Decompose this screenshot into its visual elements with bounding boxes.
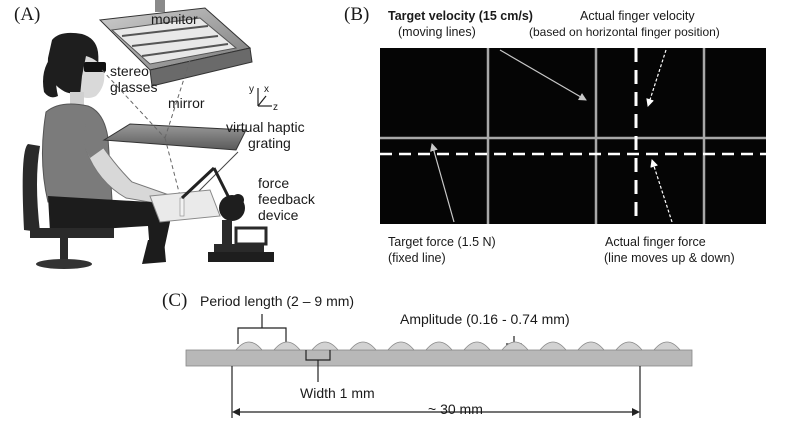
mirror-label: mirror bbox=[168, 95, 205, 111]
panel-c: (C) Period length (2 – 9 mm) Amplitude (… bbox=[162, 290, 693, 418]
panel-c-letter: (C) bbox=[162, 290, 187, 311]
panel-b: (B) Target velocity (15 cm/s) (moving li… bbox=[344, 4, 766, 265]
grating-ridges bbox=[235, 341, 681, 351]
actual-velocity-label-1: Actual finger velocity bbox=[580, 9, 695, 23]
panel-a: (A) monitor bbox=[14, 0, 316, 269]
monitor-illustration bbox=[98, 0, 253, 87]
grating-ridge bbox=[311, 341, 339, 351]
axis-z-label: z bbox=[273, 102, 278, 113]
target-velocity-label-2: (moving lines) bbox=[398, 25, 476, 39]
grating-ridge bbox=[349, 341, 377, 351]
axis-y-label: y bbox=[249, 84, 254, 95]
grating-ridge bbox=[501, 341, 529, 351]
grating-ridge bbox=[653, 341, 681, 351]
period-bracket bbox=[237, 327, 287, 344]
grating-ridge bbox=[539, 341, 567, 351]
grating-ridge bbox=[235, 341, 263, 351]
length-label: ~ 30 mm bbox=[428, 401, 483, 417]
grating-ridge bbox=[273, 341, 301, 351]
axis-x-label: x bbox=[264, 84, 269, 95]
stereo-glasses-label-1: stereo bbox=[110, 63, 149, 79]
actual-force-label-1: Actual finger force bbox=[605, 235, 706, 249]
virtual-grating-label-2: grating bbox=[248, 135, 291, 151]
target-velocity-label-1: Target velocity (15 cm/s) bbox=[388, 9, 533, 23]
monitor-label: monitor bbox=[151, 11, 198, 27]
grating-base bbox=[185, 349, 693, 367]
display-screen bbox=[380, 48, 766, 224]
grating-ridge bbox=[615, 341, 643, 351]
actual-force-label-2: (line moves up & down) bbox=[604, 251, 735, 265]
moving-velocity-lines bbox=[486, 48, 706, 224]
virtual-grating-label-1: virtual haptic bbox=[226, 119, 305, 135]
width-label: Width 1 mm bbox=[300, 385, 375, 401]
amplitude-label: Amplitude (0.16 - 0.74 mm) bbox=[400, 311, 570, 327]
period-length-label: Period length (2 – 9 mm) bbox=[200, 293, 354, 309]
target-force-label-2: (fixed line) bbox=[388, 251, 446, 265]
sight-lines bbox=[101, 59, 191, 197]
panel-b-letter: (B) bbox=[344, 4, 369, 25]
grating-ridge bbox=[463, 341, 491, 351]
panel-a-letter: (A) bbox=[14, 4, 40, 25]
target-velocity-arrow bbox=[499, 49, 587, 101]
mirror-plate bbox=[102, 123, 247, 151]
grating-ridge bbox=[425, 341, 453, 351]
axes-glyph bbox=[257, 88, 272, 107]
device-label-2: feedback bbox=[258, 191, 316, 207]
force-feedback-device bbox=[180, 166, 274, 262]
target-force-arrow bbox=[430, 143, 455, 223]
actual-force-arrow bbox=[650, 159, 673, 223]
grating-ridge bbox=[387, 341, 415, 351]
actual-velocity-label-2: (based on horizontal finger position) bbox=[529, 25, 720, 39]
device-label-3: device bbox=[258, 207, 299, 223]
device-label-1: force bbox=[258, 175, 289, 191]
target-force-label-1: Target force (1.5 N) bbox=[388, 235, 496, 249]
grating-ridge bbox=[577, 341, 605, 351]
